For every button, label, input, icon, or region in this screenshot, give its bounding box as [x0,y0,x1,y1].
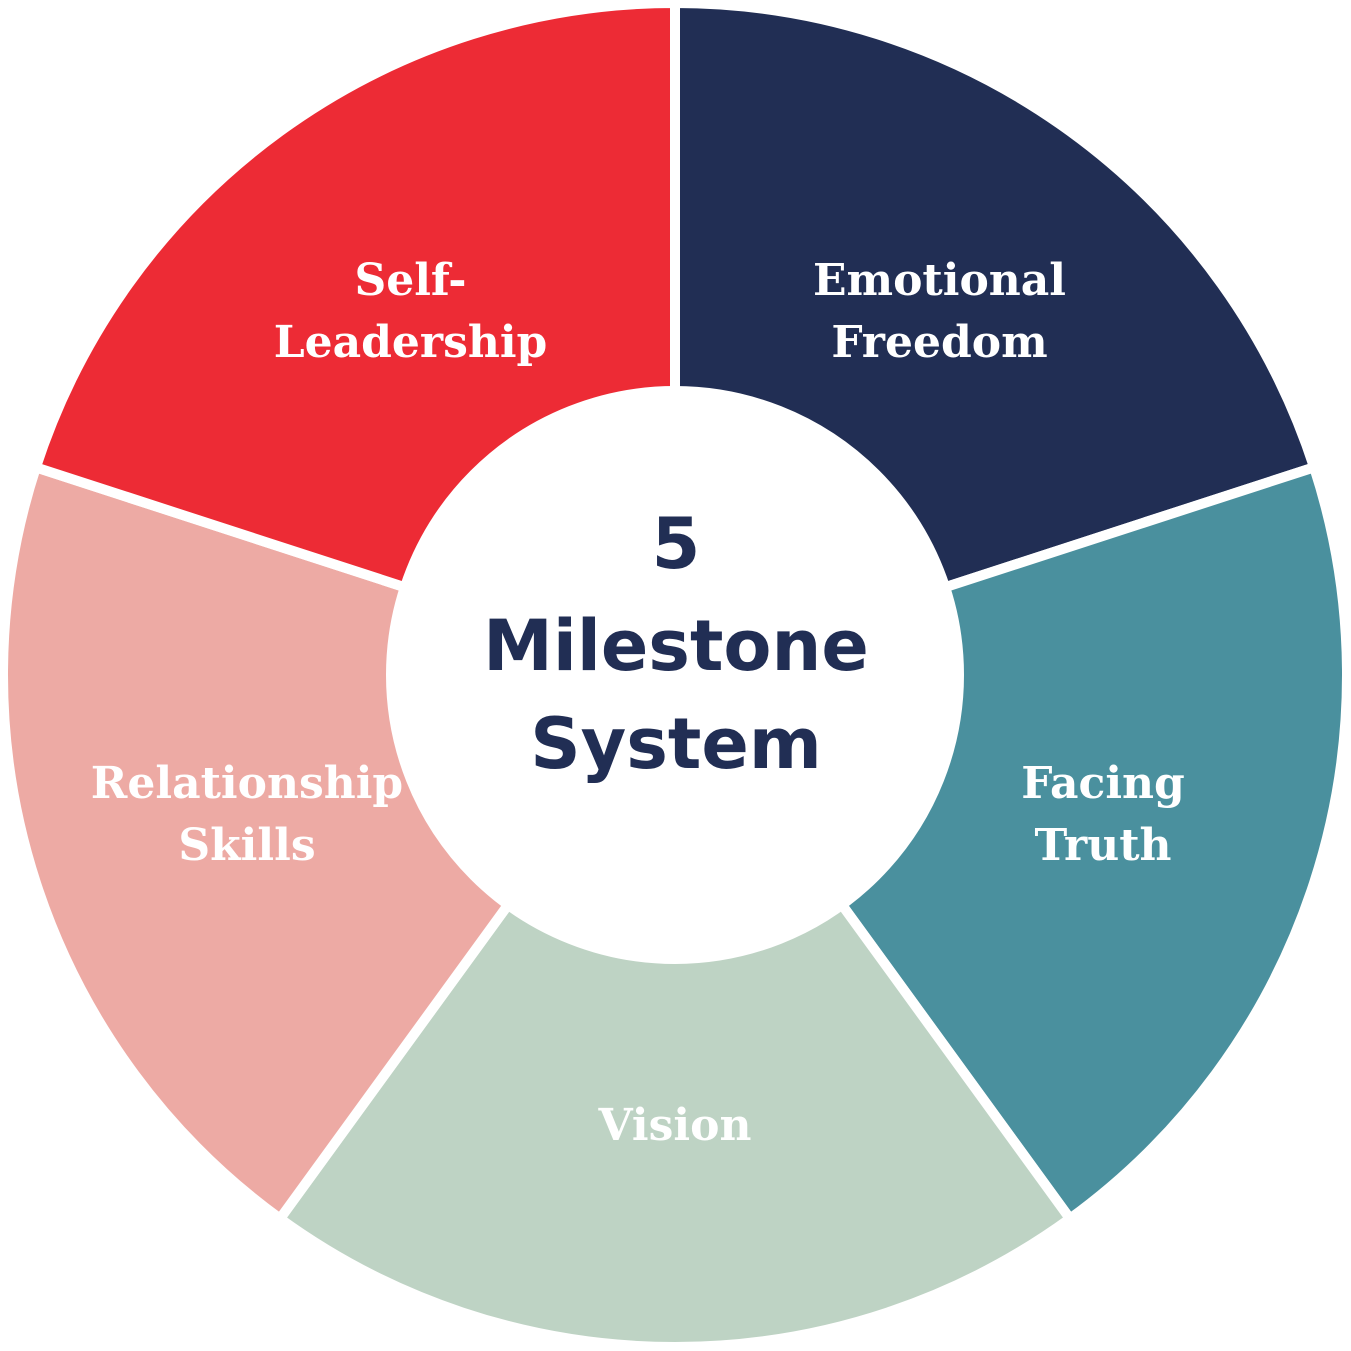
center-title-line-3: System [530,703,822,785]
center-title-line-1: 5 [652,503,701,585]
segment-label-emotional-freedom-line-2: Freedom [831,317,1047,368]
center-title-line-2: Milestone [483,605,869,687]
segment-label-facing-truth-line-1: Facing [1021,758,1185,809]
segment-label-self-leadership-line-2: Leadership [274,317,548,368]
segment-label-emotional-freedom-line-1: Emotional [813,255,1066,306]
segment-label-relationship-skills-line-1: Relationship [91,758,403,809]
segment-label-relationship-skills-line-2: Skills [178,820,315,871]
segment-label-facing-truth-line-2: Truth [1034,820,1171,871]
segment-label-vision-line-1: Vision [598,1100,752,1151]
segment-vision [273,666,1077,1351]
segment-label-self-leadership-line-1: Self- [354,255,466,306]
center-circle [386,386,964,964]
